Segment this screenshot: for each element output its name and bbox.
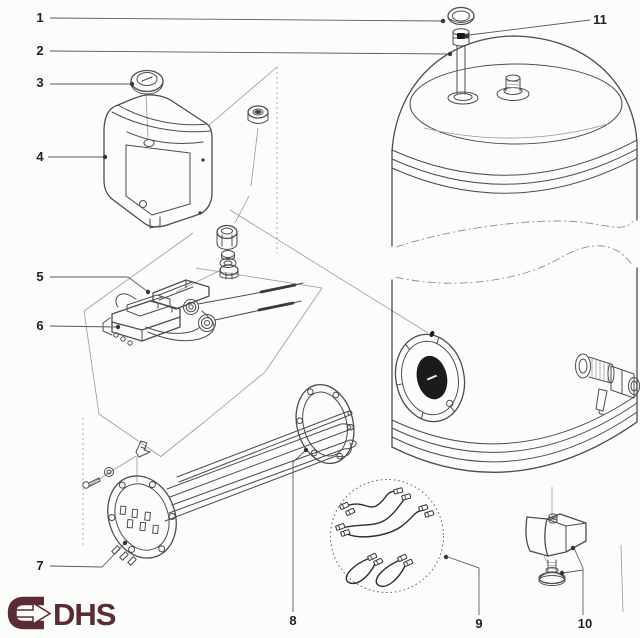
- tank-flange-opening: [394, 333, 466, 423]
- wiring-harness: [330, 479, 444, 593]
- sealing-ring: [447, 6, 475, 26]
- callout-label-8: 8: [289, 613, 296, 628]
- flange-stud: [429, 330, 435, 338]
- element-flange: [107, 475, 177, 559]
- callout-label-11: 11: [593, 12, 607, 27]
- capillary-sensors: [145, 282, 304, 342]
- tank-bottom-rim: [391, 394, 638, 473]
- washer: [104, 467, 114, 477]
- drain-valve: [575, 353, 640, 415]
- adjustable-foot: [538, 559, 566, 586]
- logo-text: DHS: [53, 597, 116, 632]
- callout-label-10: 10: [578, 616, 592, 631]
- callout-leaders: [48, 17, 591, 615]
- gasket-ring: [295, 383, 355, 465]
- fitting-stack: [216, 224, 239, 280]
- screw: [82, 477, 101, 489]
- cover: [103, 94, 213, 229]
- callout-labels: 1 2 3 4 5 6 7 8 9 10 11: [36, 10, 606, 631]
- logo-magnet-icon: [7, 596, 44, 630]
- callout-label-3: 3: [36, 75, 43, 90]
- anode-rod: [447, 28, 479, 105]
- tank-top-fitting: [496, 74, 530, 101]
- anode-port-nut: [247, 105, 269, 124]
- brand-logo: DHS: [7, 596, 117, 632]
- callout-label-1: 1: [36, 10, 43, 25]
- anode-nut: [452, 28, 470, 47]
- harness-boundary: [330, 479, 444, 593]
- thermostat: [102, 282, 304, 346]
- cap: [130, 69, 164, 95]
- callout-label-7: 7: [36, 558, 43, 573]
- terminal-clip: [135, 440, 151, 458]
- tank-dome: [391, 35, 638, 153]
- heating-element: [82, 410, 357, 566]
- construction-lines: [82, 66, 624, 613]
- callout-label-6: 6: [36, 318, 43, 333]
- callout-label-5: 5: [36, 269, 43, 284]
- callout-label-9: 9: [475, 616, 482, 631]
- tank-top-face: [409, 63, 623, 145]
- tank: [391, 6, 640, 473]
- logo-arrow-icon: [15, 601, 52, 626]
- callout-label-2: 2: [36, 43, 43, 58]
- callout-label-4: 4: [36, 149, 44, 164]
- tank-break-lines: [395, 220, 634, 284]
- foot-bracket: [525, 513, 587, 565]
